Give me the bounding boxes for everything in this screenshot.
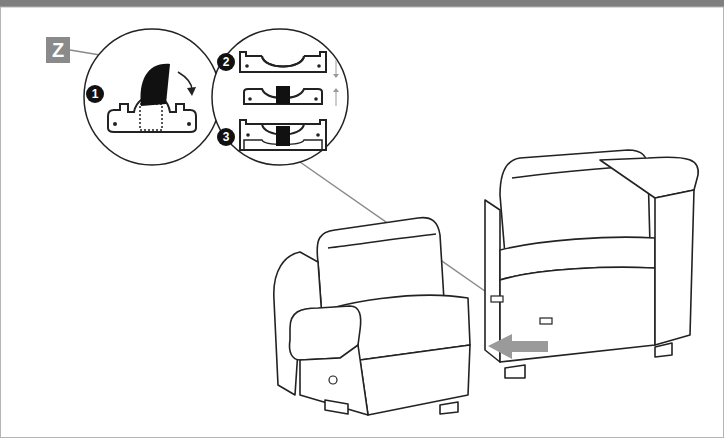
step-letter-box: Z xyxy=(46,37,70,63)
callout-number: 1 xyxy=(86,85,104,103)
callout-number: 2 xyxy=(217,53,235,71)
step-letter: Z xyxy=(52,40,64,60)
callout-number: 3 xyxy=(217,128,235,146)
